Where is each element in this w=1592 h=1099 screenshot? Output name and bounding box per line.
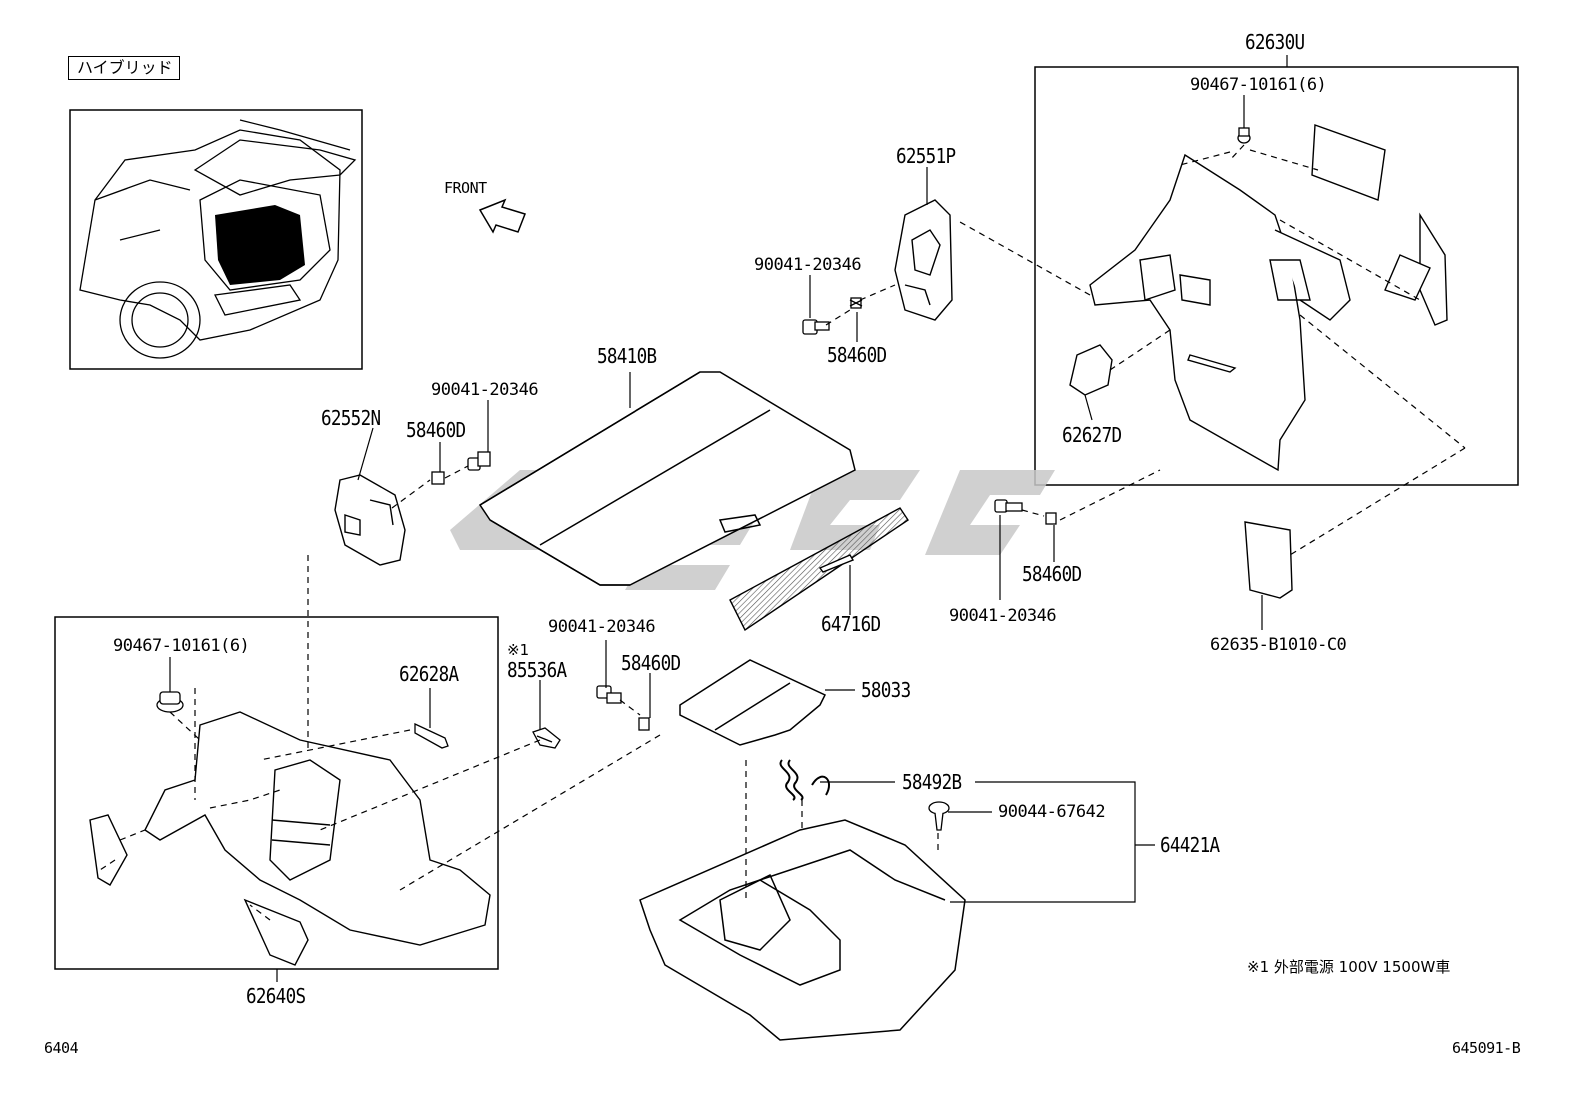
part-62627D-cover [1069,344,1113,396]
label-58492B: 58492B [902,770,962,794]
part-64716D-scuff-plate [729,507,909,632]
bolt-90041-b [467,451,491,471]
label-62630U: 62630U [1245,30,1305,54]
part-58033-board [679,659,827,746]
clip-58460D-c [1045,512,1057,525]
part-85536A-shape [532,727,561,749]
label-90041-20346-c: 90041-20346 [949,606,1057,626]
clip-58460D-d [638,717,650,731]
label-58460D-b: 58460D [406,418,466,442]
vehicle-rear-illustration [79,119,357,359]
label-90467-10161-left: 90467-10161(6) [113,636,250,656]
page-number-left: 6404 [44,1039,79,1057]
assembly-lines [99,144,1466,921]
front-arrow-icon [478,198,526,234]
front-label: FRONT [444,179,487,197]
note-mark: ※1 [507,641,530,659]
part-62635-cover [1244,521,1293,599]
part-58410B-tonneau-cover [478,371,856,586]
label-62635-B1010-C0: 62635-B1010-C0 [1210,635,1347,655]
group-box-62630U [1034,66,1519,486]
label-62640S: 62640S [246,984,306,1008]
part-62552N-shape [334,474,406,566]
part-62628A-shape [414,722,449,749]
leader-lines [169,55,1288,982]
footnote: ※1 外部電源 100V 1500W車 [1247,958,1451,976]
label-85536A: 85536A [507,658,567,682]
trim-side-right [1384,212,1448,326]
trim-piece-bottom [243,898,309,966]
label-90467-10161-top: 90467-10161(6) [1190,75,1327,95]
bolt-90041-c [994,499,1023,513]
trim-piece-left [89,814,128,886]
label-58460D-d: 58460D [621,651,681,675]
trim-pad-top-right [1311,124,1386,201]
label-62552N: 62552N [321,406,381,430]
luggage-floor-fill [215,205,305,285]
label-90041-20346-d: 90041-20346 [548,617,656,637]
page-number-right: 645091-B [1452,1039,1521,1057]
label-62627D: 62627D [1062,423,1122,447]
label-62628A: 62628A [399,662,459,686]
label-90041-20346-a: 90041-20346 [754,255,862,275]
label-64421A: 64421A [1160,833,1220,857]
label-90041-20346-b: 90041-20346 [431,380,539,400]
vehicle-inset-frame [69,109,363,370]
label-58460D-a: 58460D [827,343,887,367]
label-64716D: 64716D [821,612,881,636]
clip-58460D-b [431,471,445,485]
part-64421A-tub [639,819,966,1041]
part-62630U-trim [1089,153,1351,472]
part-62551P-shape [894,199,953,321]
variant-tag: ハイブリッド [68,56,180,80]
clip-58460D-a [849,297,863,309]
part-62640S-trim [144,711,491,946]
label-58410B: 58410B [597,344,657,368]
clip-90467-top [1237,127,1251,144]
bolt-90041-d [596,685,622,704]
label-58033: 58033 [861,678,911,702]
label-58460D-c: 58460D [1022,562,1082,586]
label-90044-67642: 90044-67642 [998,802,1106,822]
hook-58492B [779,759,831,801]
plug-90044 [928,801,950,831]
clip-90467-left [156,691,184,713]
bolt-90041-a [802,319,830,335]
label-62551P: 62551P [896,144,956,168]
